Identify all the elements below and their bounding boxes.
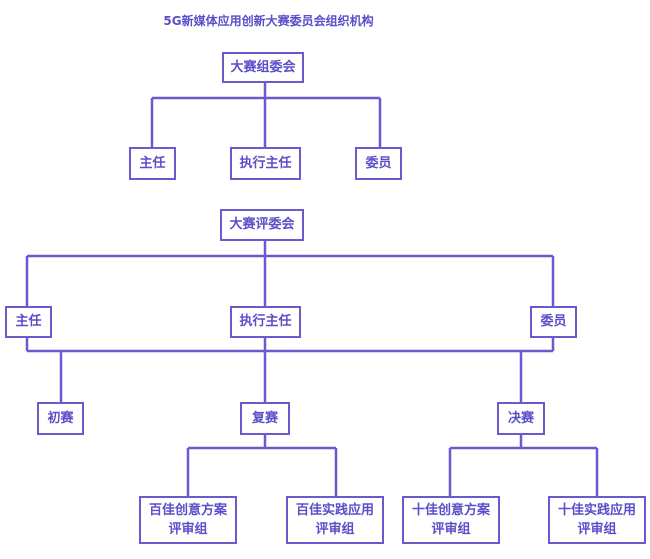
stage-preliminary: 初赛 bbox=[37, 402, 84, 435]
node-label: 委员 bbox=[365, 155, 392, 171]
node-label: 初赛 bbox=[47, 410, 74, 426]
node-label: 主任 bbox=[139, 155, 166, 171]
group-top10-practice: 十佳实践应用 评审组 bbox=[548, 496, 646, 544]
stage-semifinal: 复赛 bbox=[240, 402, 290, 435]
node-label: 大赛评委会 bbox=[229, 217, 295, 233]
group-top10-creative: 十佳创意方案 评审组 bbox=[402, 496, 500, 544]
node-label: 十佳创意方案 bbox=[411, 502, 490, 518]
node-label: 主任 bbox=[15, 314, 42, 330]
node-label: 百佳实践应用 bbox=[295, 502, 374, 518]
group-top100-practice: 百佳实践应用 评审组 bbox=[286, 496, 384, 544]
node-label: 委员 bbox=[540, 314, 567, 330]
node-label: 大赛组委会 bbox=[230, 59, 296, 75]
jury-executive-director: 执行主任 bbox=[230, 306, 301, 338]
chart-title: 5G新媒体应用创新大赛委员会组织机构 bbox=[163, 14, 374, 28]
node-label: 评审组 bbox=[315, 522, 355, 537]
node-label: 执行主任 bbox=[239, 155, 292, 171]
jury-root: 大赛评委会 bbox=[220, 209, 304, 241]
stage-final: 决赛 bbox=[497, 402, 545, 435]
committee-root: 大赛组委会 bbox=[222, 52, 304, 83]
node-label: 决赛 bbox=[507, 410, 534, 426]
jury-director: 主任 bbox=[5, 306, 52, 338]
node-label: 百佳创意方案 bbox=[148, 502, 227, 518]
group-top100-creative: 百佳创意方案 评审组 bbox=[139, 496, 237, 544]
committee-executive-director: 执行主任 bbox=[230, 147, 301, 180]
node-label: 评审组 bbox=[577, 522, 617, 537]
committee-member: 委员 bbox=[355, 147, 402, 180]
node-label: 执行主任 bbox=[239, 314, 292, 330]
jury-member: 委员 bbox=[530, 306, 577, 338]
committee-director: 主任 bbox=[129, 147, 176, 180]
node-label: 十佳实践应用 bbox=[557, 502, 636, 518]
node-label: 复赛 bbox=[251, 410, 278, 426]
node-label: 评审组 bbox=[431, 522, 471, 537]
node-label: 评审组 bbox=[168, 522, 208, 537]
